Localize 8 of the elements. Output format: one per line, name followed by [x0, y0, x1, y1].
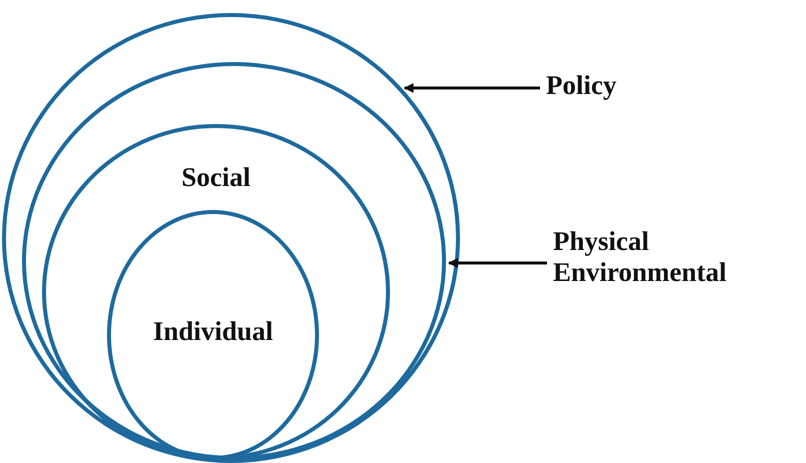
arrow [404, 83, 540, 93]
ring-label: Social [180, 164, 252, 191]
arrow [448, 258, 547, 268]
callout-label: Physical Environmental [553, 226, 728, 288]
ring-ellipse [22, 62, 446, 460]
ring-ellipse [2, 13, 460, 463]
callout-label: Policy [546, 70, 618, 102]
ring-label: Individual [152, 318, 274, 345]
